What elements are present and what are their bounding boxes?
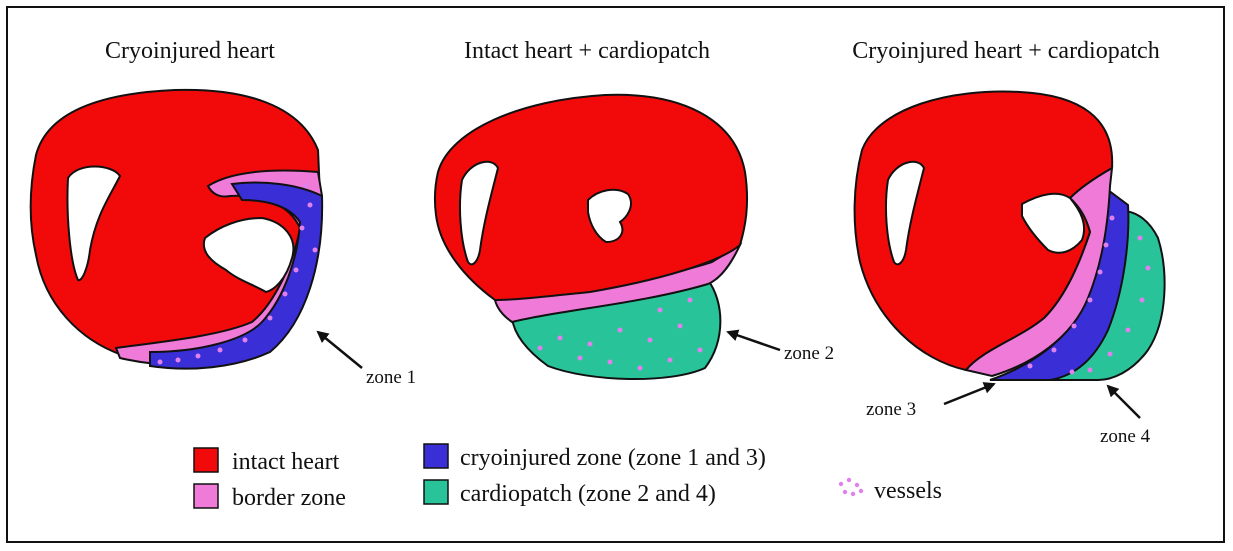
legend-swatch-border-zone bbox=[194, 484, 218, 508]
legend-label-border-zone: border zone bbox=[232, 485, 346, 511]
panel-1-heart bbox=[31, 90, 322, 369]
legend-swatch-cryoinjured-zone bbox=[424, 444, 448, 468]
zone-2-label: zone 2 bbox=[784, 343, 834, 364]
legend-swatch-vessels bbox=[839, 478, 863, 496]
zone-3-label: zone 3 bbox=[866, 399, 916, 420]
panel-3-title: Cryoinjured heart + cardiopatch bbox=[852, 38, 1159, 64]
zone-4-label: zone 4 bbox=[1100, 426, 1151, 447]
legend-swatch-cardiopatch bbox=[424, 480, 448, 504]
legend: intact heart border zone cryoinjured zon… bbox=[194, 444, 942, 511]
legend-label-intact-heart: intact heart bbox=[232, 449, 340, 475]
zone-2-arrow bbox=[728, 332, 780, 350]
legend-swatch-intact-heart bbox=[194, 448, 218, 472]
zone-1-label: zone 1 bbox=[366, 367, 416, 388]
panel-2-heart bbox=[435, 95, 747, 379]
panel-2-title: Intact heart + cardiopatch bbox=[464, 38, 710, 64]
legend-label-vessels: vessels bbox=[874, 478, 942, 504]
zone-1-arrow bbox=[318, 332, 362, 368]
legend-label-cardiopatch: cardiopatch (zone 2 and 4) bbox=[460, 481, 716, 507]
panel-1-title: Cryoinjured heart bbox=[105, 38, 275, 64]
panel-3-heart bbox=[855, 91, 1165, 380]
zone-3-arrow bbox=[944, 384, 994, 404]
legend-label-cryoinjured-zone: cryoinjured zone (zone 1 and 3) bbox=[460, 445, 766, 471]
zone-4-arrow bbox=[1108, 386, 1140, 418]
